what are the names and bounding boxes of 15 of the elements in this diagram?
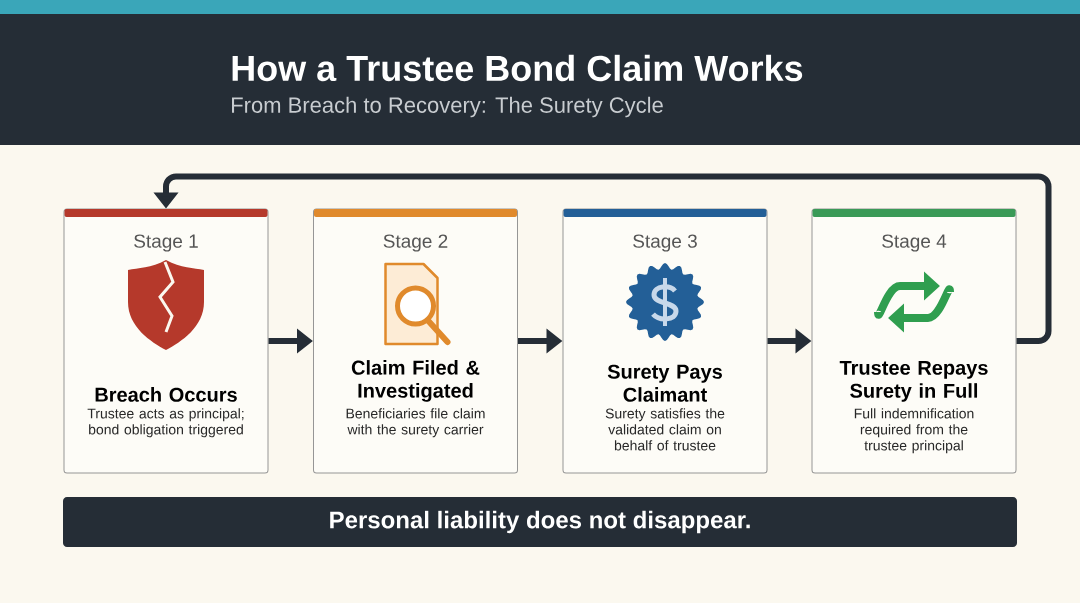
card-heading: Claim Filed & Investigated	[351, 360, 480, 402]
stage-label: Stage 3	[633, 234, 697, 252]
card-heading: Breach Occurs	[95, 387, 237, 402]
card-description: Trustee acts as principal; bond obligation triggered	[87, 408, 244, 438]
card-description: Full indemnification required from the trustee principal	[854, 408, 974, 454]
stage-label: Stage 1	[134, 234, 198, 252]
card-heading: Trustee Repays Surety in Full	[839, 360, 988, 402]
stage-label: Stage 4	[882, 234, 947, 252]
subtitle: From Breach to Recovery: The Surety Cycle	[232, 96, 663, 118]
card-description: Surety satisfies the validated claim on behalf of trustee	[605, 408, 725, 451]
title: How a Trustee Bond Claim Works	[232, 54, 803, 82]
banner: Personal liability does not disappear.	[63, 497, 1017, 547]
card-heading: Surety Pays Claimant	[607, 364, 722, 402]
stage-label: Stage 2	[383, 234, 448, 252]
card-description: Beneficiaries file claim with the surety carrier	[346, 408, 485, 438]
